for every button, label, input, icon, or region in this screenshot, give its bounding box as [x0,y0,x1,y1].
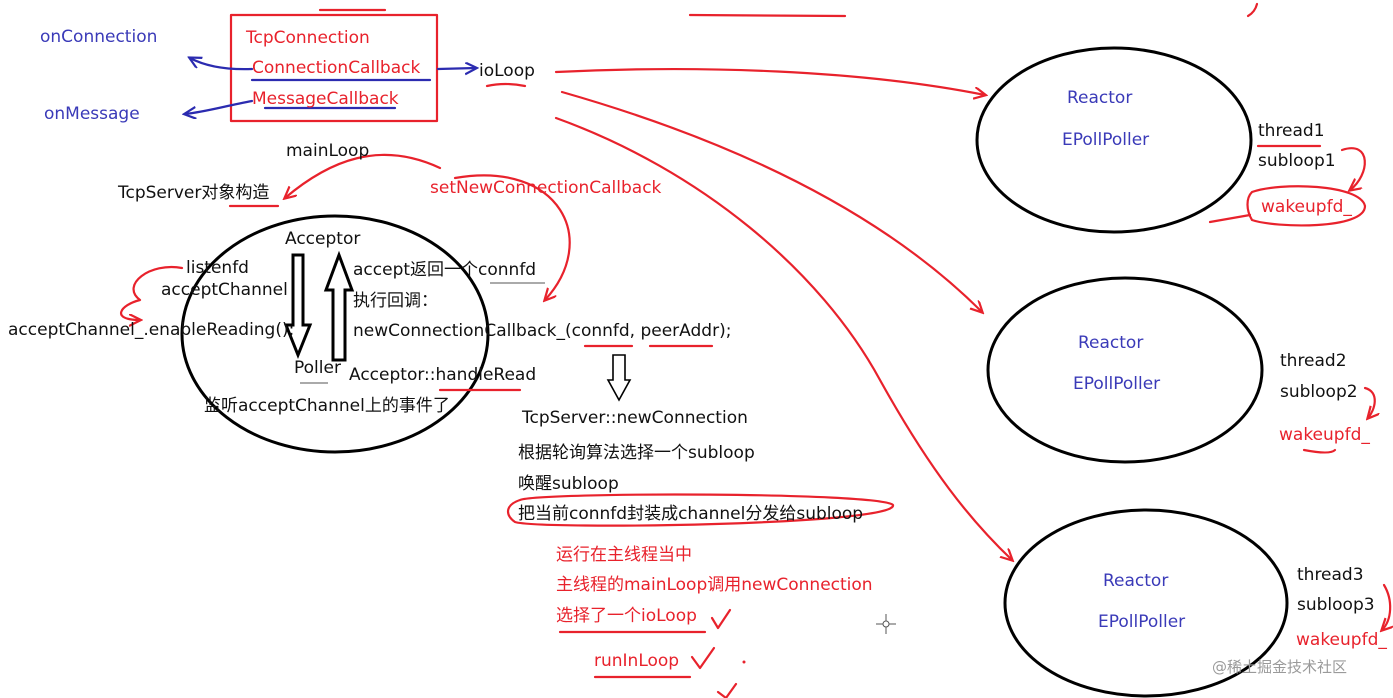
tcpserver-ctor-label: TcpServer对象构造 [118,183,270,203]
message-callback-label: MessageCallback [252,89,399,109]
newconnection-title: TcpServer::newConnection [522,408,748,428]
reactor2-title: Reactor [1078,333,1144,353]
exec-callback-label: 执行回调： [353,291,438,311]
red-note-line1: 运行在主线程当中 [556,545,692,565]
dot-near-runinloop [742,660,746,664]
reactor2-thread: thread2 [1280,351,1347,371]
crosshair-cursor-icon [876,614,896,634]
onmessage-label: onMessage [44,104,140,124]
loop-subloop3 [1382,583,1390,630]
reactor2-circle [986,276,1264,464]
underline-ioloop [485,82,527,88]
hollow-arrow-up [323,250,355,362]
loop-subloop2 [1363,386,1375,418]
poller-label: Poller [294,358,341,378]
reactor3-wakeup: wakeupfd_ [1296,630,1387,650]
acceptor-title: Acceptor [285,229,361,249]
reactor2-subloop: subloop2 [1280,382,1358,402]
top-stroke-3 [1246,2,1259,18]
arrow-ioloop-reactor3 [554,116,1012,560]
oval-around-step3 [507,493,895,527]
arrow-mainloop-circle [285,153,442,198]
reactor1-subloop: subloop1 [1258,151,1336,171]
reactor1-title: Reactor [1067,88,1133,108]
listenfd-label: listenfd [186,258,249,278]
mainloop-label: mainLoop [286,141,370,161]
reactor2-wakeup: wakeupfd_ [1279,425,1370,445]
onconnection-label: onConnection [40,27,158,47]
hollow-arrow-newconnection [606,354,632,402]
reactor1-thread: thread1 [1258,121,1325,141]
reactor3-thread: thread3 [1297,565,1364,585]
reactor3-poller: EPollPoller [1098,612,1186,632]
reactor3-circle [1003,508,1289,698]
newconnection-step1: 根据轮询算法选择一个subloop [518,443,755,463]
accept-channel-label: acceptChannel [161,280,288,300]
reactor1-circle [975,46,1253,234]
loop-subloop1 [1340,147,1366,190]
reactor1-wakeup: wakeupfd_ [1261,197,1352,217]
enable-reading-label: acceptChannel_.enableReading(); [8,320,295,340]
check-runinloop [690,646,716,670]
red-note-line3: 选择了一个ioLoop [556,606,697,626]
acceptor-circle [180,214,490,454]
reactor1-poller: EPollPoller [1062,130,1150,150]
arrow-to-onconnection [190,58,254,71]
tcpconnection-label: TcpConnection [246,28,370,48]
hollow-arrow-down [283,253,313,360]
connection-callback-label: ConnectionCallback [252,58,421,78]
top-stroke-2 [688,13,847,18]
arrow-box-to-ioloop [436,68,476,69]
handle-read-label: Acceptor::handleRead [349,365,537,385]
newconnection-step3: 把当前connfd封装成channel分发给subloop [518,504,864,524]
reactor3-subloop: subloop3 [1297,595,1375,615]
reactor3-title: Reactor [1103,571,1169,591]
underline-wakeupfd2 [1302,448,1337,454]
arrow-into-wakeupfd1 [1208,213,1252,224]
red-note-line2: 主线程的mainLoop调用newConnection [556,575,873,595]
check-bottom [716,682,738,698]
arrow-ioloop-reactor1 [554,68,985,95]
loop-near-listenfd [119,265,184,320]
newconnection-step2: 唤醒subloop [518,474,619,494]
arrow-setnewconnection-loop [453,174,571,300]
arrow-to-onmessage [185,99,254,114]
arrow-ioloop-reactor2 [560,90,982,312]
new-connection-callback-label: newConnectionCallback_(connfd, peerAddr)… [353,321,732,341]
check-ioloop-note [710,608,732,630]
reactor2-poller: EPollPoller [1073,374,1161,394]
accept-returns-label: accept返回一个connfd [353,260,537,280]
red-note-line4: runInLoop [594,651,680,671]
oval-wakeupfd1 [1246,185,1367,227]
watermark: @稀土掘金技术社区 [1212,658,1348,676]
ioloop-label: ioLoop [479,61,535,81]
set-new-connection-callback-label: setNewConnectionCallback [430,178,662,198]
monitor-note-label: 监听acceptChannel上的事件了 [204,396,450,416]
